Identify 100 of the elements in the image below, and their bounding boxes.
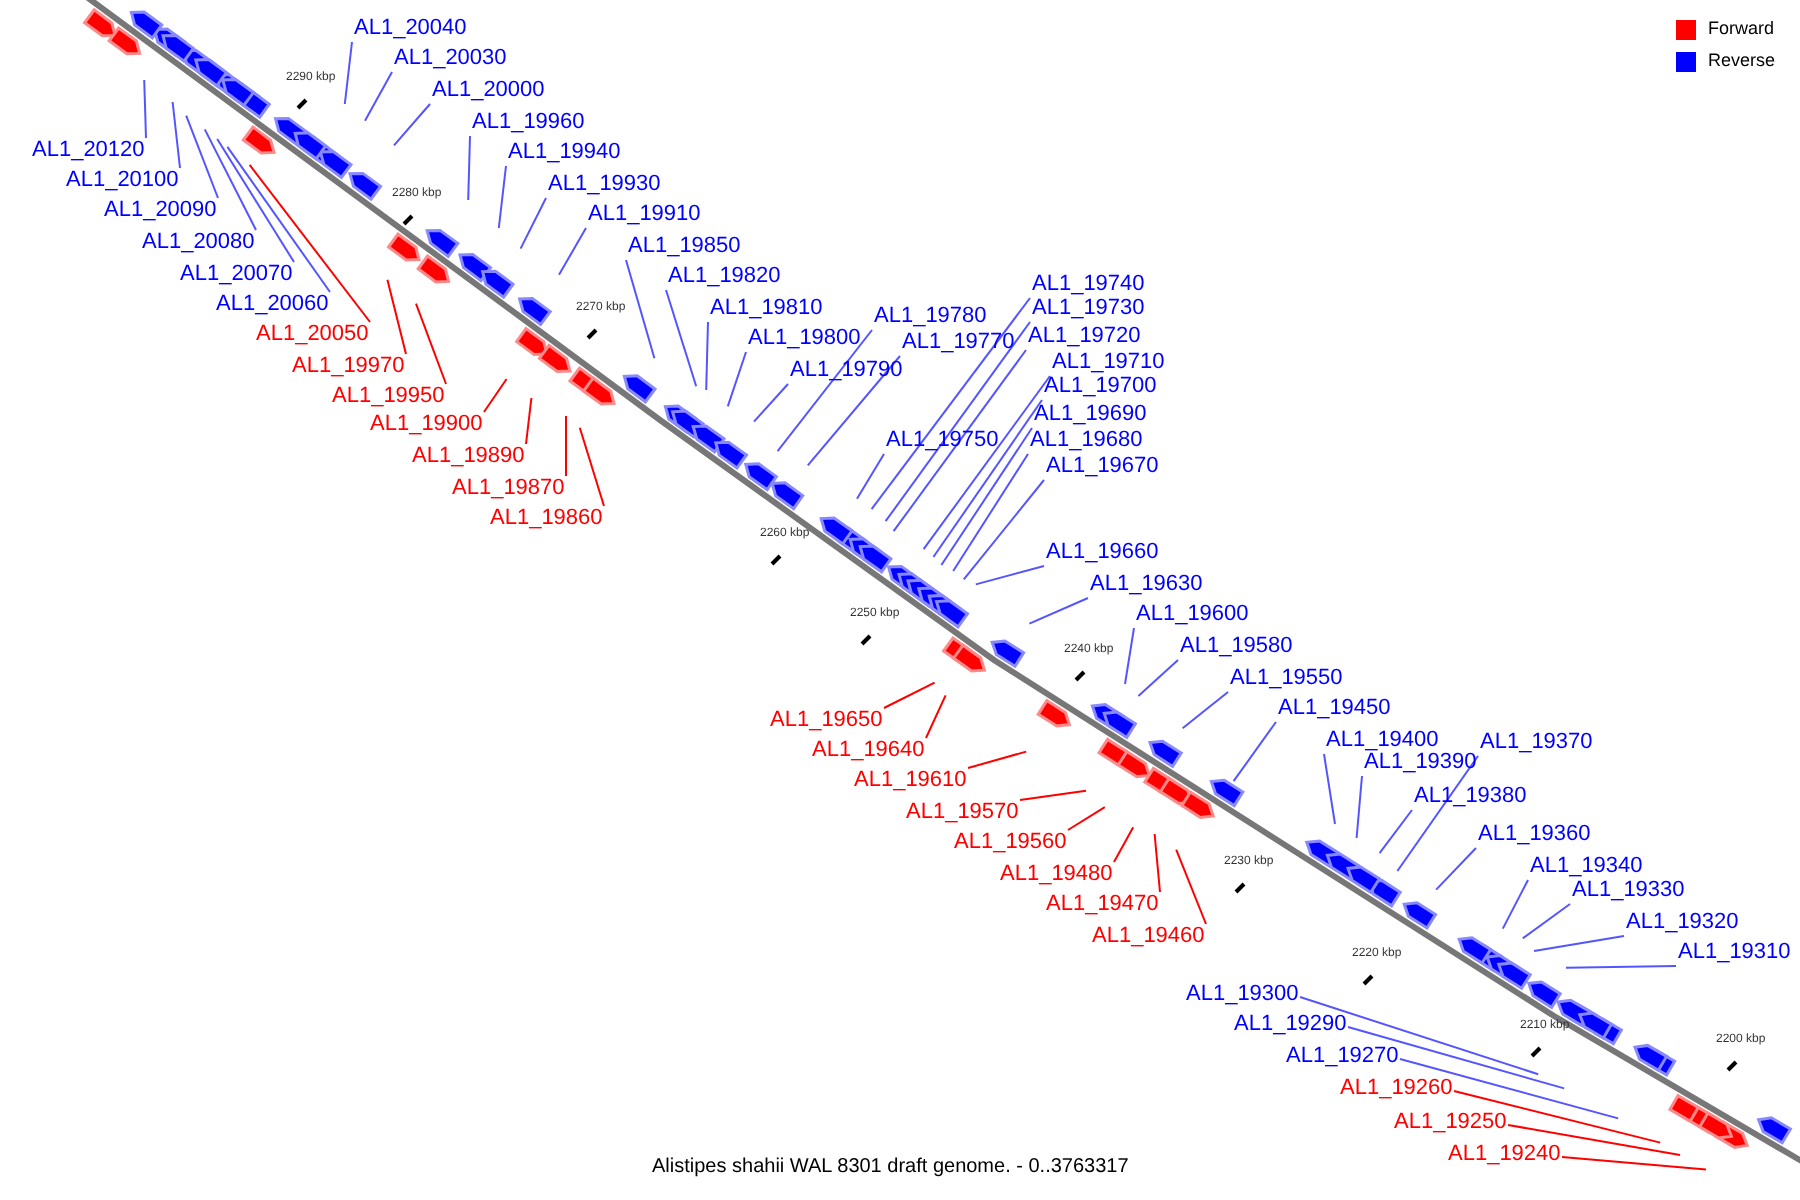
gene-label: AL1_20050 [256, 322, 369, 348]
leader-line [1323, 753, 1336, 825]
gene-label: AL1_19900 [370, 412, 483, 438]
leader-line [884, 321, 1031, 523]
leader-line [870, 297, 1031, 511]
leader-line [216, 138, 295, 263]
gene-label: AL1_19810 [710, 296, 823, 322]
leader-line [922, 375, 1051, 551]
leader-line [1137, 659, 1179, 697]
leader-line [525, 397, 533, 445]
leader-line [932, 399, 1043, 558]
leader-line [364, 71, 393, 122]
gene-label: AL1_19310 [1678, 940, 1791, 966]
gene-label: AL1_19360 [1478, 822, 1591, 848]
gene-label: AL1_20120 [32, 138, 145, 164]
gene-label: AL1_19660 [1046, 540, 1159, 566]
leader-line [892, 349, 1027, 533]
leader-line [1501, 879, 1529, 930]
gene-label: AL1_19610 [854, 768, 967, 794]
gene-label: AL1_20080 [142, 230, 255, 256]
gene-label: AL1_19700 [1044, 374, 1157, 400]
gene-label: AL1_20090 [104, 198, 217, 224]
leader-line [185, 114, 219, 199]
gene-label: AL1_19320 [1626, 910, 1739, 936]
gene-label: AL1_19470 [1046, 892, 1159, 918]
leader-line [1565, 965, 1677, 969]
leader-line [962, 479, 1045, 581]
leader-line [974, 565, 1045, 586]
gene-label: AL1_19860 [490, 506, 603, 532]
leader-line [1355, 775, 1363, 839]
gene-label: AL1_19870 [452, 476, 565, 502]
leader-line [248, 163, 371, 323]
gene-label: AL1_19710 [1052, 350, 1165, 376]
leader-line [1453, 1090, 1662, 1144]
leader-line [1533, 935, 1625, 952]
gene-label: AL1_19680 [1030, 428, 1143, 454]
gene-label: AL1_19930 [548, 172, 661, 198]
gene-label: AL1_19250 [1394, 1110, 1507, 1136]
leader-line [1019, 789, 1087, 801]
caption: Alistipes shahii WAL 8301 draft genome. - 0..3763317 [652, 1156, 1129, 1180]
leader-line [1113, 826, 1135, 863]
leader-line [226, 145, 331, 293]
leader-line [1067, 806, 1106, 831]
gene-label: AL1_19600 [1136, 602, 1249, 628]
leader-line [1507, 1124, 1681, 1156]
leader-line [1028, 597, 1089, 625]
leader-line [343, 41, 353, 105]
gene-label: AL1_20100 [66, 168, 179, 194]
leader-line [565, 415, 567, 477]
gene-label: AL1_19910 [588, 202, 701, 228]
gene-label: AL1_20040 [354, 16, 467, 42]
gene-label: AL1_19780 [874, 304, 987, 330]
leader-line [171, 101, 181, 169]
leader-line [483, 378, 508, 413]
gene-label: AL1_19720 [1028, 324, 1141, 350]
gene-label: AL1_19940 [508, 140, 621, 166]
gene-label: AL1_19270 [1286, 1044, 1399, 1070]
gene-label: AL1_19630 [1090, 572, 1203, 598]
leader-line [1561, 1156, 1707, 1171]
leader-line [705, 321, 709, 391]
gene-label: AL1_20070 [180, 262, 293, 288]
leader-line [558, 227, 587, 276]
gene-label: AL1_19670 [1046, 454, 1159, 480]
gene-label: AL1_19640 [812, 738, 925, 764]
gene-label: AL1_19650 [770, 708, 883, 734]
leader-line [497, 165, 507, 229]
leader-line [386, 278, 407, 355]
legend-label: Reverse [1708, 50, 1776, 72]
leader-line [1153, 833, 1161, 893]
leader-line [1378, 809, 1413, 855]
gene-label: AL1_19260 [1340, 1076, 1453, 1102]
gene-label: AL1_19550 [1230, 666, 1343, 692]
gene-label: AL1_19330 [1572, 878, 1685, 904]
leader-line [625, 259, 656, 360]
leader-line [1521, 903, 1571, 940]
leader-line [467, 135, 471, 201]
leader-line [203, 128, 257, 231]
leader-line [883, 681, 936, 709]
leader-line [143, 79, 147, 139]
leader-line [1299, 996, 1540, 1076]
leader-line [1435, 847, 1477, 891]
leader-line [952, 453, 1029, 572]
gene-label: AL1_19970 [292, 354, 405, 380]
gene-label: AL1_19450 [1278, 696, 1391, 722]
gene-label: AL1_19300 [1186, 982, 1299, 1008]
gene-label: AL1_20030 [394, 46, 507, 72]
leader-line [415, 302, 447, 385]
gene-label: AL1_19890 [412, 444, 525, 470]
gene-label: AL1_19480 [1000, 862, 1113, 888]
leader-line [726, 351, 747, 408]
leader-line [578, 426, 605, 507]
gene-label: AL1_19820 [668, 264, 781, 290]
leader-line [753, 383, 789, 423]
gene-label: AL1_19850 [628, 234, 741, 260]
gene-label: AL1_19290 [1234, 1012, 1347, 1038]
leader-line [1124, 627, 1135, 685]
gene-label: AL1_19340 [1530, 854, 1643, 880]
leader-line [1181, 691, 1229, 730]
legend-label: Forward [1708, 18, 1775, 40]
gene-label: AL1_19690 [1034, 402, 1147, 428]
